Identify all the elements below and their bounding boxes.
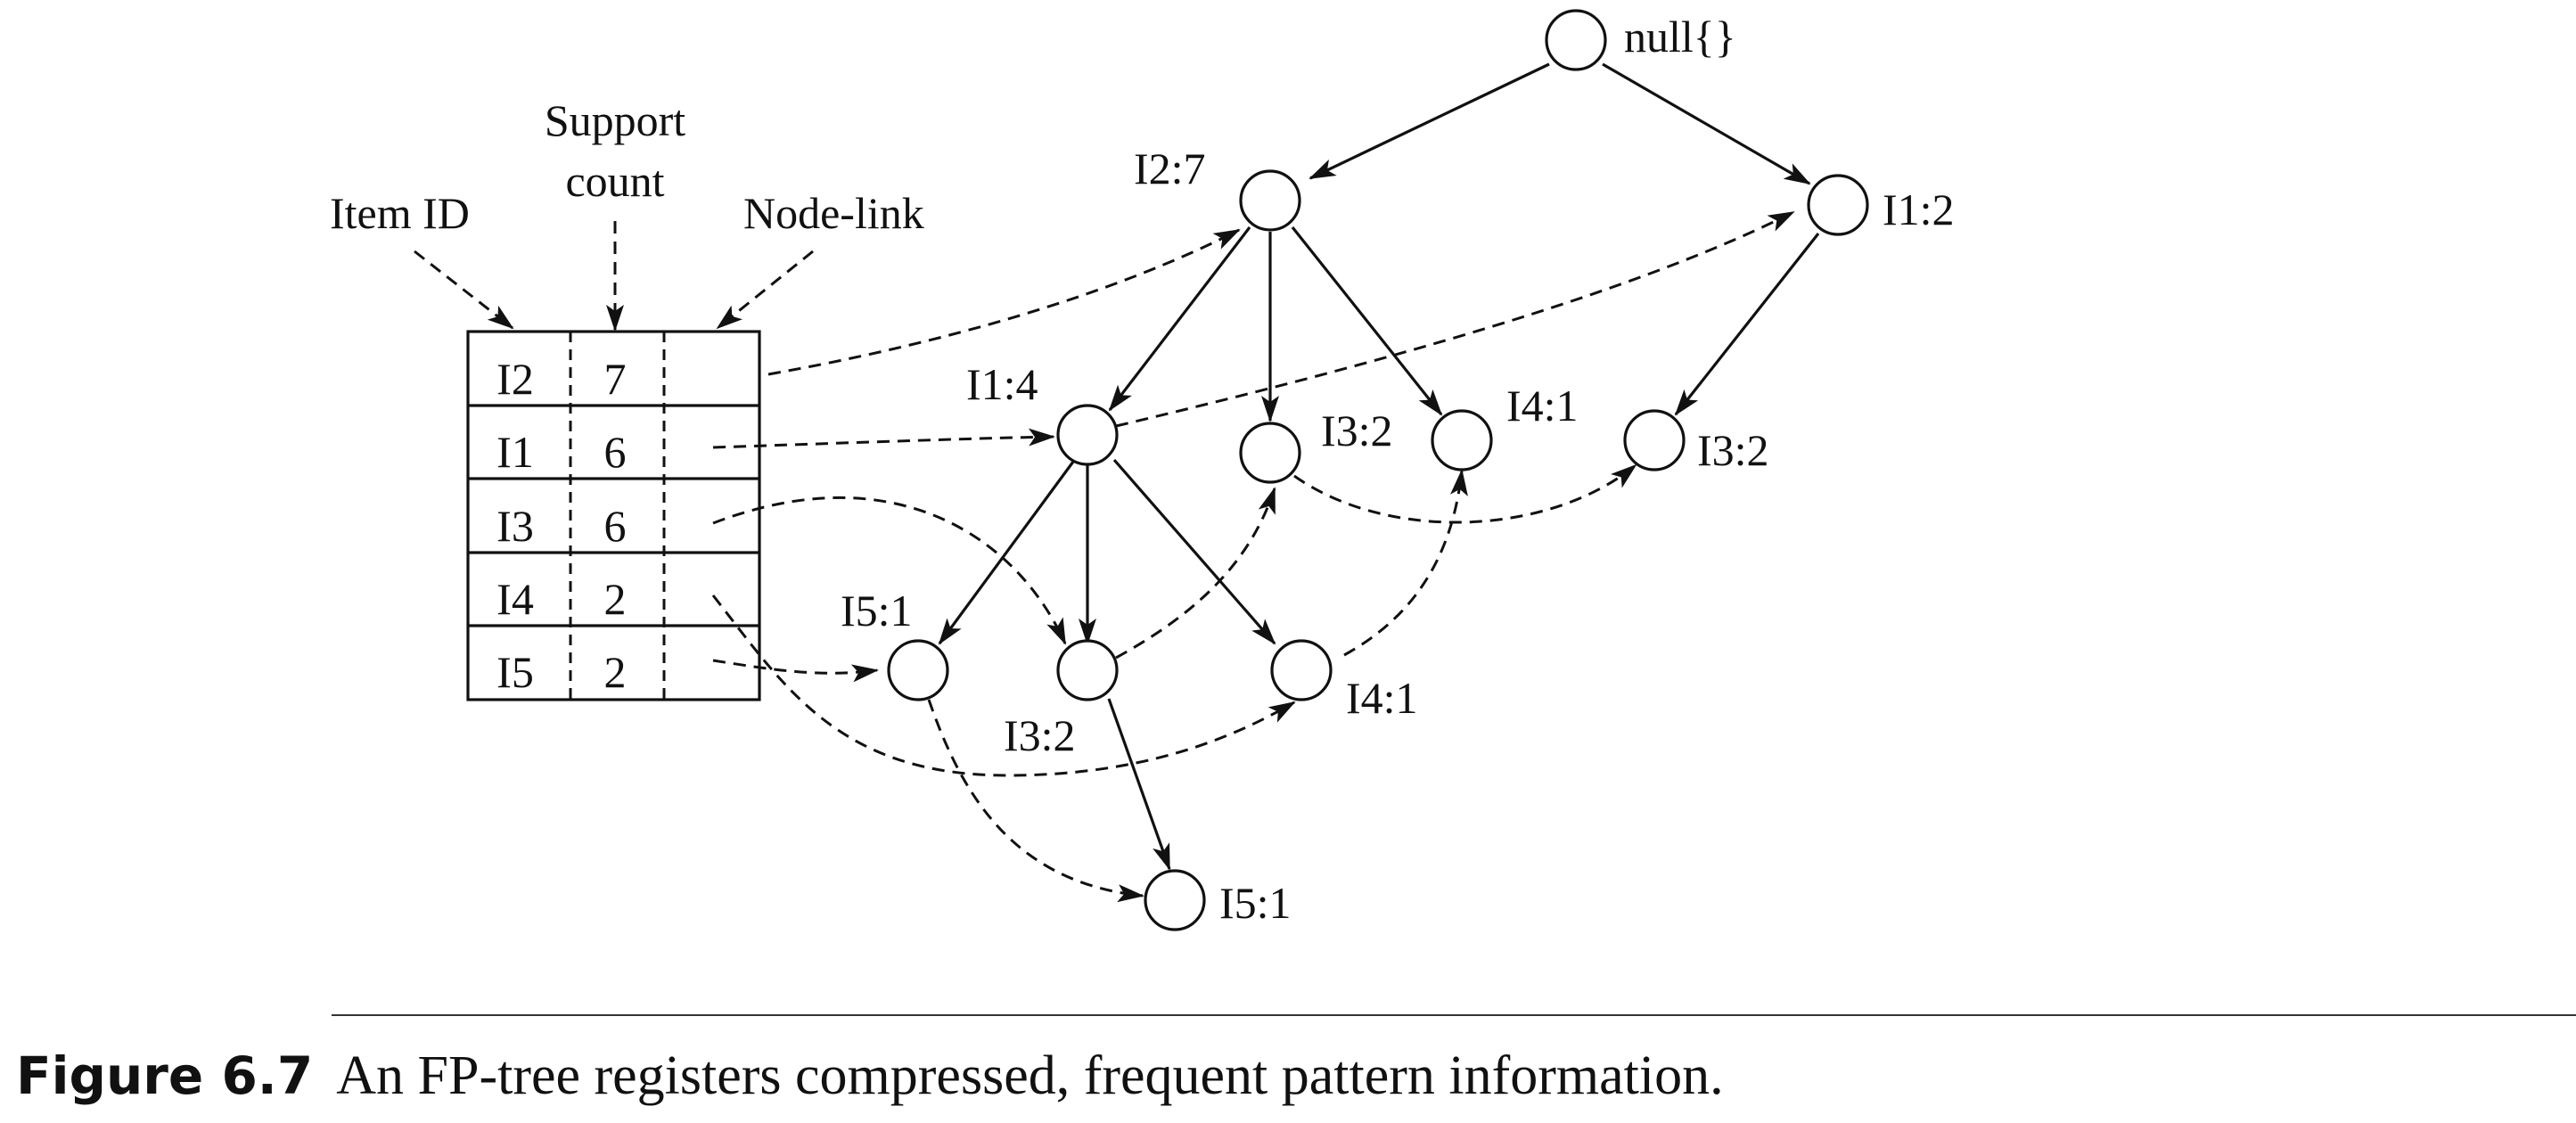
node-label-i2-7: I2:7 bbox=[1134, 143, 1206, 193]
node-label-i3-2-a: I3:2 bbox=[1321, 406, 1393, 455]
tree-node-i5-1-a bbox=[887, 639, 949, 701]
node-link-i3-to-i3-2 bbox=[712, 496, 1067, 645]
fp-tree-diagram: Item ID Support count Node-link I2 7 I1 … bbox=[330, 9, 1955, 931]
item-id-label: Item ID bbox=[330, 188, 470, 238]
node-link-i3-2-to-i3-2-right bbox=[1293, 463, 1637, 524]
table-row-item: I5 bbox=[496, 647, 534, 697]
node-link-pointer-arrow bbox=[716, 250, 814, 330]
figure-number: Figure 6.7 bbox=[16, 1045, 314, 1106]
support-label-line2: count bbox=[565, 156, 664, 206]
table-row-count: 2 bbox=[604, 647, 627, 697]
tree-node-i1-2 bbox=[1807, 174, 1869, 236]
tree-node-i3-2-b bbox=[1623, 409, 1686, 471]
figure-caption: Figure 6.7 An FP-tree registers compresse… bbox=[16, 1045, 1724, 1108]
node-label-i1-4: I1:4 bbox=[966, 359, 1038, 409]
node-label-i1-2: I1:2 bbox=[1883, 184, 1955, 234]
node-link-i2 bbox=[767, 228, 1241, 376]
table-row-item: I4 bbox=[496, 574, 534, 624]
node-link-i1-4-to-i1-2 bbox=[1115, 210, 1795, 428]
tree-node-i3-2-c bbox=[1056, 639, 1119, 701]
node-label-i4-1-a: I4:1 bbox=[1506, 381, 1579, 430]
table-row-count: 6 bbox=[604, 501, 627, 551]
tree-node-i4-1-a bbox=[1431, 409, 1493, 471]
table-row-item: I3 bbox=[496, 501, 534, 551]
table-row-count: 2 bbox=[604, 574, 627, 624]
tree-node-root bbox=[1545, 9, 1607, 71]
node-link-label: Node-link bbox=[743, 188, 924, 238]
edge-i2-7-to-i1-4 bbox=[1108, 226, 1251, 412]
node-label-i5-1-b: I5:1 bbox=[1219, 878, 1292, 928]
node-link-i1-to-i1-4 bbox=[712, 428, 1055, 449]
tree-node-i4-1-b bbox=[1270, 639, 1333, 701]
caption-text: An FP-tree registers compressed, frequen… bbox=[336, 1045, 1724, 1106]
table-row-count: 7 bbox=[604, 354, 627, 404]
support-label-line1: Support bbox=[545, 95, 685, 145]
tree-node-i5-1-b bbox=[1144, 869, 1206, 931]
edge-i3-2-to-i5-1 bbox=[1107, 698, 1171, 871]
edge-i2-7-to-i4-1 bbox=[1291, 226, 1443, 416]
node-link-i4-1-to-i4-1 bbox=[1343, 469, 1468, 657]
edge-i1-4-to-i5-1 bbox=[938, 461, 1075, 645]
table-row-item: I2 bbox=[496, 354, 534, 404]
edge-i1-4-to-i4-1 bbox=[1112, 458, 1276, 645]
node-label-root: null{} bbox=[1624, 12, 1736, 61]
node-link-i5-to-i5-1 bbox=[712, 659, 879, 683]
tree-node-i3-2-a bbox=[1239, 422, 1301, 484]
node-label-i3-2-c: I3:2 bbox=[1004, 710, 1076, 760]
edge-i1-2-to-i3-2 bbox=[1674, 233, 1820, 416]
table-row-count: 6 bbox=[604, 427, 627, 477]
node-label-i3-2-b: I3:2 bbox=[1697, 425, 1769, 475]
item-id-pointer-arrow bbox=[414, 250, 514, 330]
node-link-i4-to-i4-1 bbox=[711, 594, 1296, 777]
table-row-item: I1 bbox=[496, 427, 534, 477]
node-label-i5-1-a: I5:1 bbox=[841, 586, 913, 635]
edge-root-to-i1-2 bbox=[1602, 62, 1811, 185]
edge-root-to-i2-7 bbox=[1309, 62, 1550, 180]
node-link-i3-2-to-i3-2 bbox=[1115, 487, 1276, 660]
tree-node-i2-7 bbox=[1239, 169, 1301, 232]
header-table bbox=[466, 330, 761, 701]
caption-rule bbox=[332, 1014, 2576, 1016]
tree-node-i1-4 bbox=[1056, 404, 1119, 466]
node-label-i4-1-b: I4:1 bbox=[1346, 673, 1418, 723]
